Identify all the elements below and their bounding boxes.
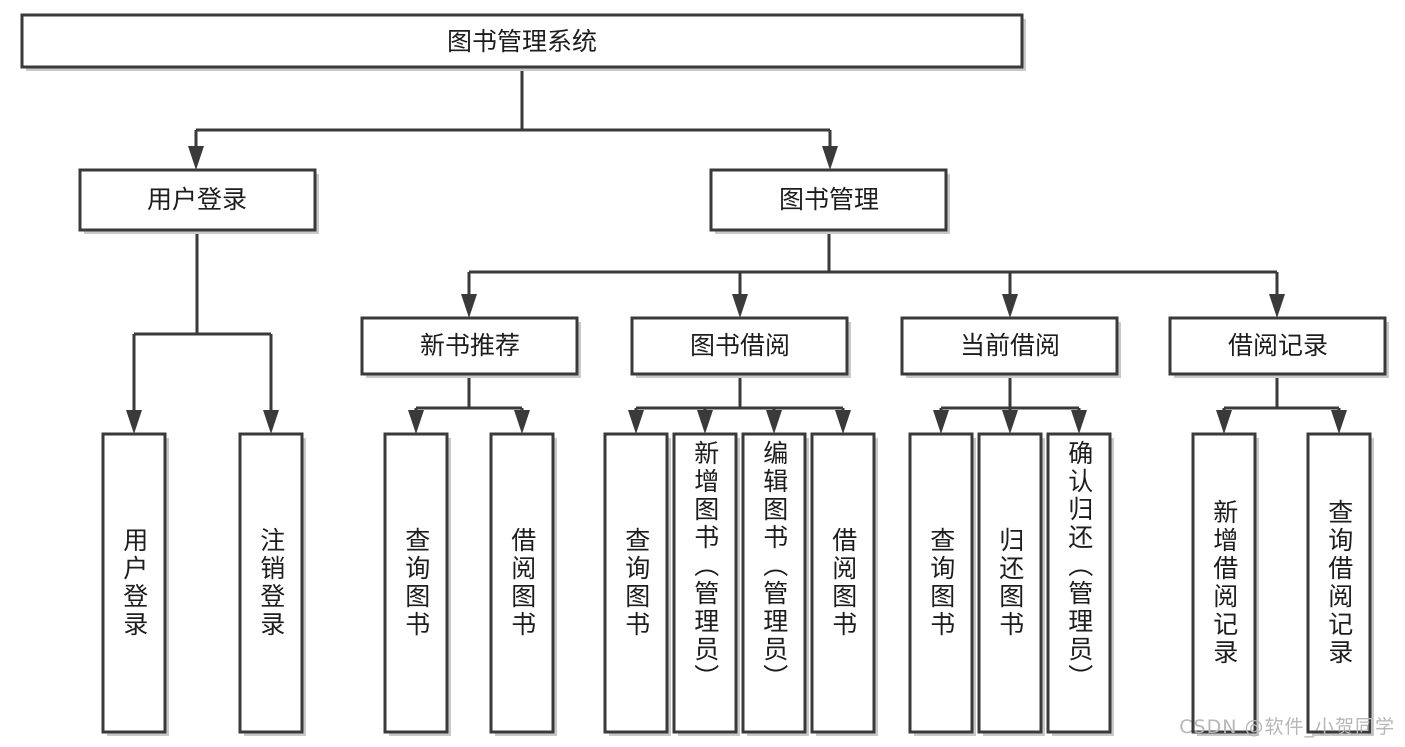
- watermark: CSDN @软件_小贺同学: [1179, 716, 1395, 738]
- arrow-bb-leaf3: [766, 410, 782, 434]
- arrow-cb-leaf2: [1002, 410, 1018, 434]
- node-leaf-return-book[interactable]: [977, 432, 1045, 736]
- node-book-borrow[interactable]: 图书借阅: [630, 316, 851, 378]
- node-leaf-query-book-cb[interactable]: [908, 432, 976, 736]
- arrow-nb-leaf1: [408, 410, 424, 434]
- arrow-to-currentborrow: [1002, 294, 1018, 318]
- node-leaf-borrow-book-nb[interactable]: [489, 432, 557, 736]
- node-leaf-add-book-admin[interactable]: [672, 432, 740, 736]
- arrow-cb-leaf3: [1071, 410, 1087, 434]
- node-user-login[interactable]: 用户登录: [78, 168, 319, 234]
- arrow-to-borrowrecord: [1269, 294, 1285, 318]
- node-leaf-edit-book-admin[interactable]: [741, 432, 809, 736]
- arrow-bb-leaf4: [835, 410, 851, 434]
- arrow-to-bookborrow: [732, 294, 748, 318]
- node-book-management-label: 图书管理: [779, 185, 879, 214]
- arrow-bb-leaf1: [628, 410, 644, 434]
- node-leaf-query-book-nb[interactable]: [383, 432, 451, 736]
- arrow-to-newbook: [461, 294, 477, 318]
- arrow-to-user-login: [188, 146, 204, 170]
- arrow-to-user-login-leaf: [126, 410, 142, 434]
- arrow-br-leaf1: [1216, 410, 1232, 434]
- node-leaf-query-borrow-record[interactable]: [1306, 432, 1374, 736]
- node-user-login-label: 用户登录: [147, 185, 247, 214]
- connector-group: [126, 69, 1347, 434]
- arrow-bb-leaf2: [697, 410, 713, 434]
- node-leaf-add-borrow-record[interactable]: [1191, 432, 1259, 736]
- arrow-br-leaf2: [1331, 410, 1347, 434]
- node-root[interactable]: 图书管理系统: [20, 13, 1026, 71]
- node-new-book-recommend-label: 新书推荐: [420, 331, 520, 360]
- node-root-label: 图书管理系统: [447, 27, 597, 56]
- node-borrow-record[interactable]: 借阅记录: [1168, 316, 1389, 378]
- arrow-to-logout-leaf: [263, 410, 279, 434]
- node-current-borrow-label: 当前借阅: [960, 331, 1060, 360]
- node-leaf-query-book-bb[interactable]: [603, 432, 671, 736]
- node-new-book-recommend[interactable]: 新书推荐: [360, 316, 581, 378]
- node-current-borrow[interactable]: 当前借阅: [900, 316, 1121, 378]
- node-book-management[interactable]: 图书管理: [709, 168, 950, 234]
- node-book-borrow-label: 图书借阅: [690, 331, 790, 360]
- node-leaf-confirm-return-admin[interactable]: [1046, 432, 1114, 736]
- node-borrow-record-label: 借阅记录: [1228, 331, 1328, 360]
- arrow-to-book-mgmt: [822, 146, 838, 170]
- arrow-cb-leaf1: [933, 410, 949, 434]
- node-leaf-logout[interactable]: [238, 432, 306, 736]
- node-leaf-user-login[interactable]: [101, 432, 169, 736]
- arrow-nb-leaf2: [514, 410, 530, 434]
- node-leaf-borrow-book-bb[interactable]: [810, 432, 878, 736]
